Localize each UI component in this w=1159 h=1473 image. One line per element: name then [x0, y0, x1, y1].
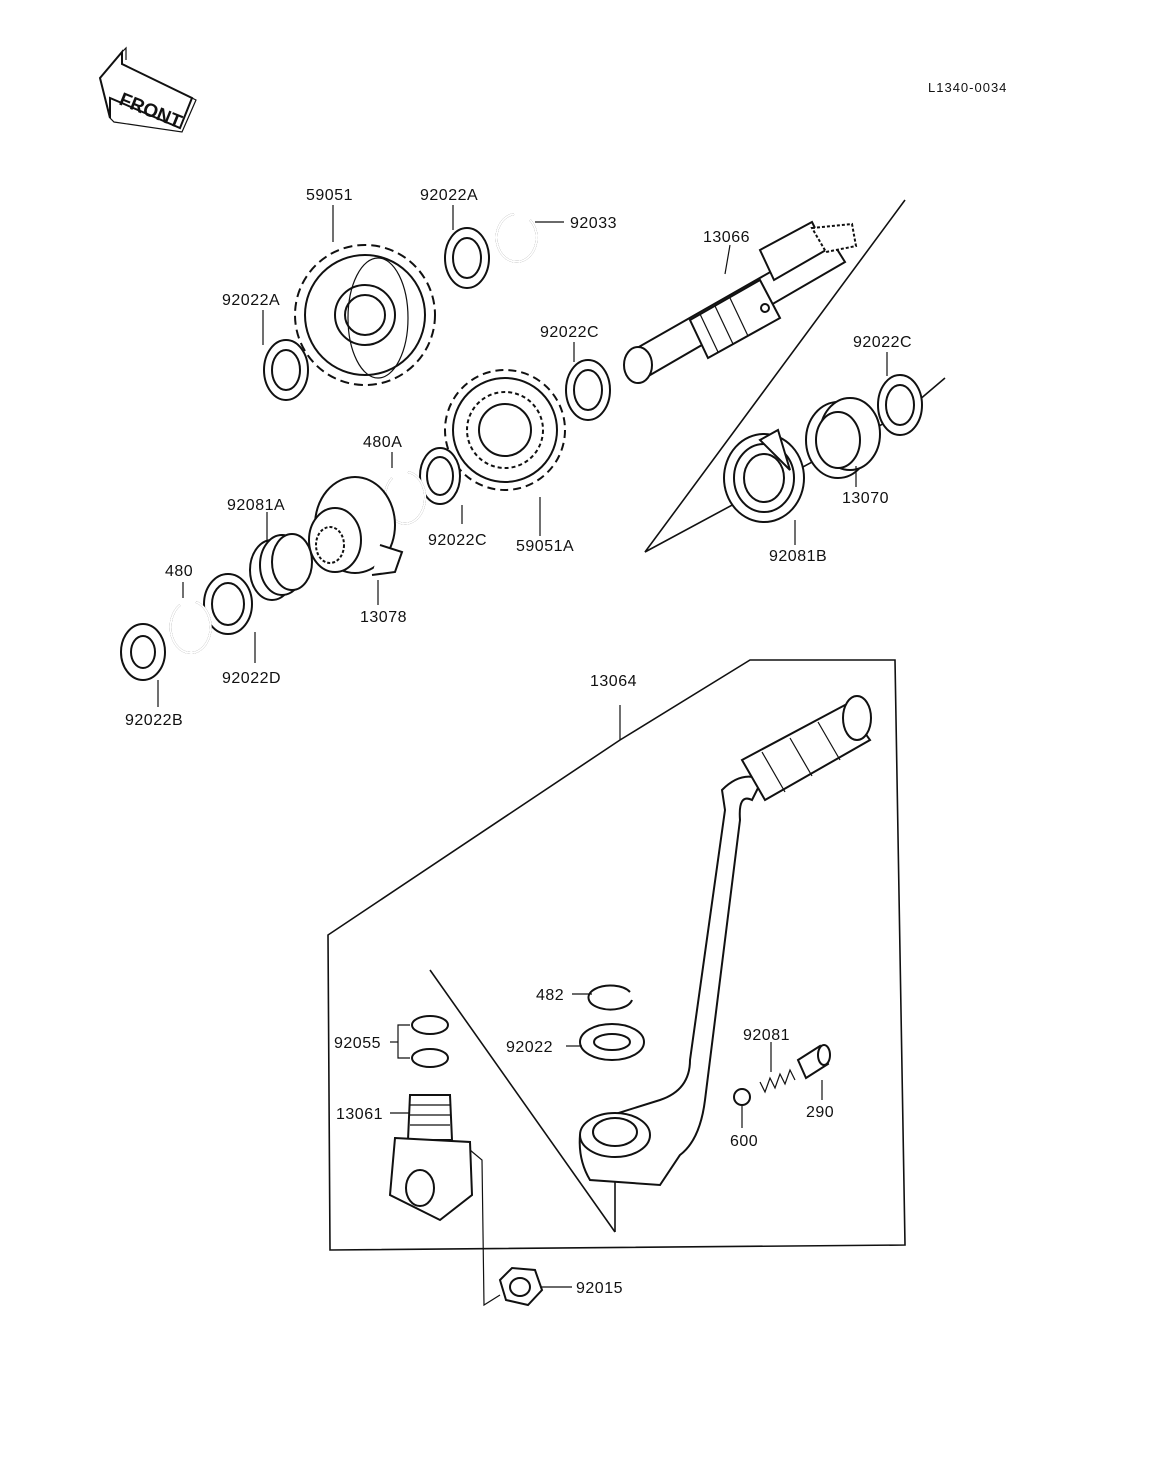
label-92022d: 92022D	[222, 670, 281, 687]
ball-600	[733, 1088, 751, 1106]
gear-59051a	[444, 369, 566, 491]
label-482: 482	[536, 987, 564, 1004]
washer-92022c-mid	[565, 359, 611, 421]
washer-92022d	[203, 573, 253, 635]
spring-92081a	[249, 533, 313, 601]
label-92033: 92033	[570, 215, 617, 232]
washer-92022	[579, 1023, 645, 1061]
assembly-frame-lower	[327, 659, 906, 1251]
label-600: 600	[730, 1133, 758, 1150]
spring-92081b	[723, 428, 805, 523]
kick-pedal-13064	[578, 695, 872, 1187]
part-labels: 59051 92022A 92033 13066 92022A 92022C 9…	[125, 187, 912, 1297]
label-92081b: 92081B	[769, 548, 827, 565]
plug-290	[796, 1044, 831, 1080]
circlip-480	[169, 601, 212, 655]
label-92081: 92081	[743, 1027, 790, 1044]
label-59051: 59051	[306, 187, 353, 204]
label-92022a-top: 92022A	[420, 187, 478, 204]
bushing-13070	[805, 397, 881, 479]
label-92022c-mid: 92022C	[540, 324, 599, 341]
nut-92015	[498, 1266, 544, 1307]
washer-92022c-low	[419, 447, 461, 505]
label-92081a: 92081A	[227, 497, 285, 514]
label-290: 290	[806, 1104, 834, 1121]
gear-59051	[294, 244, 436, 386]
label-92015: 92015	[576, 1280, 623, 1297]
ratchet-13078	[308, 476, 404, 576]
label-59051a: 59051A	[516, 538, 574, 555]
label-480: 480	[165, 563, 193, 580]
eclip-482	[587, 984, 633, 1011]
label-13078: 13078	[360, 609, 407, 626]
label-13066: 13066	[703, 229, 750, 246]
label-92055: 92055	[334, 1035, 381, 1052]
shaft-13061	[388, 1094, 474, 1222]
label-480a: 480A	[363, 434, 402, 451]
label-92022: 92022	[506, 1039, 553, 1056]
reference-code: L1340-0034	[928, 80, 1007, 95]
label-92022a-left: 92022A	[222, 292, 280, 309]
washer-92022a-left	[263, 339, 309, 401]
label-13061: 13061	[336, 1106, 383, 1123]
label-92022c-low: 92022C	[428, 532, 487, 549]
front-arrow-icon: FRONT	[98, 46, 197, 133]
washer-92022a-top	[444, 227, 490, 289]
orings-92055	[411, 1015, 449, 1068]
label-13070: 13070	[842, 490, 889, 507]
label-92022c-right: 92022C	[853, 334, 912, 351]
washer-92022b	[120, 623, 166, 681]
leader-lines-upper	[157, 205, 888, 707]
shaft-13066	[623, 220, 858, 384]
spring-92081	[759, 1068, 796, 1094]
leader-lines-lower	[390, 993, 823, 1307]
washer-92022c-right	[877, 374, 923, 436]
circlip-92033	[495, 213, 538, 263]
label-92022b: 92022B	[125, 712, 183, 729]
label-13064: 13064	[590, 673, 637, 690]
